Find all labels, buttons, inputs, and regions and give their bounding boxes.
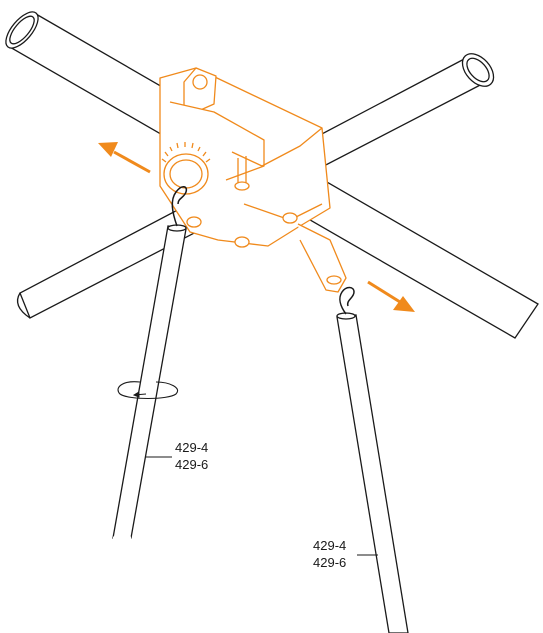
right-pole: [336, 312, 409, 633]
clamp-knob: [161, 142, 211, 195]
part-label-left: 429-4 429-6: [175, 439, 208, 473]
part-number-right-1: 429-4: [313, 538, 347, 553]
part-label-right: 429-4 429-6: [313, 537, 346, 571]
clamp-bracket: [159, 67, 347, 293]
direction-arrow-left-icon: [98, 142, 151, 174]
part-number-left-2: 429-6: [175, 457, 209, 472]
rotation-arrow-icon: [117, 381, 178, 400]
part-number-left-1: 429-4: [175, 440, 209, 455]
direction-arrow-right-icon: [367, 280, 415, 312]
left-pole: [112, 224, 187, 540]
left-pole-hook: [171, 186, 188, 227]
part-number-right-2: 429-6: [313, 555, 347, 570]
right-pole-hook: [339, 286, 355, 315]
